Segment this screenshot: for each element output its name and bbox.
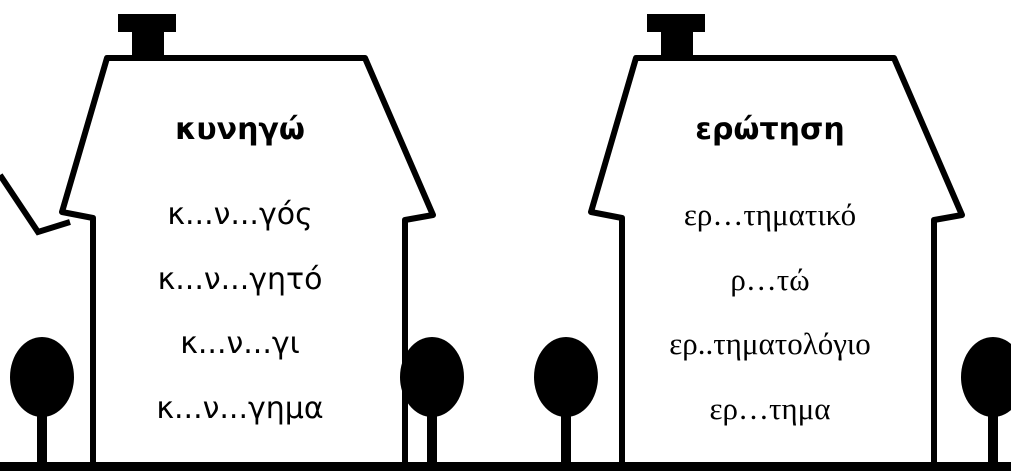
left-word-4: κ...ν...γημα bbox=[156, 391, 324, 426]
tree-middle bbox=[400, 337, 464, 465]
left-edge-roof-fragment bbox=[0, 173, 71, 236]
right-word-4: ερ…τημα bbox=[709, 391, 831, 426]
tree-middle-right bbox=[534, 337, 598, 465]
left-word-1: κ...ν...γός bbox=[167, 197, 313, 232]
left-word-3: κ...ν...γι bbox=[180, 326, 300, 361]
right-word-1: ερ…τηματικό bbox=[683, 197, 857, 232]
tree-left bbox=[10, 337, 74, 465]
right-house-drawing bbox=[588, 14, 965, 468]
right-house-title: ερώτηση bbox=[695, 112, 845, 147]
tree-right bbox=[961, 337, 1011, 465]
right-word-3: ερ..τηματολόγιο bbox=[669, 326, 871, 361]
right-word-2: ρ…τώ bbox=[730, 262, 810, 297]
ground-line bbox=[0, 462, 1011, 471]
left-house-title: κυνηγώ bbox=[175, 112, 305, 147]
right-chimney-stack bbox=[661, 14, 693, 60]
left-word-2: κ...ν...γητό bbox=[157, 262, 323, 297]
left-chimney-stack bbox=[132, 14, 164, 60]
